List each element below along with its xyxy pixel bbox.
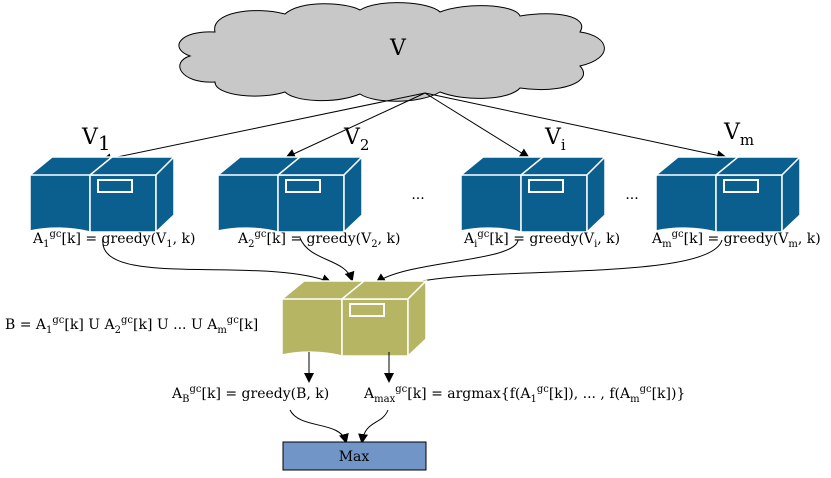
server-top-divider — [341, 280, 365, 300]
server-handle — [349, 303, 385, 317]
curve-to-max-left — [289, 409, 349, 444]
server-right-panel — [520, 174, 588, 233]
server-left-panel — [281, 294, 343, 357]
server-handle — [723, 179, 759, 193]
partition-label-v2: V2 — [343, 125, 369, 154]
ellipsis-2: ... — [625, 187, 638, 203]
server-top-divider — [520, 156, 544, 176]
equation-partition-m: Amgc[k] = greedy(Vm, k) — [651, 229, 821, 250]
aggregator-box — [279, 279, 428, 358]
partition-label-v1: V1 — [81, 125, 111, 155]
server-left-panel — [29, 170, 91, 233]
server-box-i — [458, 155, 607, 234]
server-left-panel — [460, 170, 522, 233]
arrow-to-vi — [424, 92, 530, 159]
server-handle — [528, 179, 564, 193]
server-left-panel — [217, 170, 279, 233]
equation-partition-2: A2gc[k] = greedy(V2, k) — [237, 229, 400, 250]
server-left-panel — [655, 170, 717, 233]
partition-label-vm: Vm — [723, 120, 754, 149]
server-top-divider — [277, 156, 301, 176]
server-top-divider — [89, 156, 113, 176]
argmax-equation: Amaxgc[k] = argmax{f(A1gc[k]), ... , f(A… — [363, 384, 685, 405]
server-side — [343, 155, 363, 234]
to-max-arrows — [289, 409, 389, 444]
partition-to-aggregator-arrows — [102, 237, 723, 289]
arrow-to-v1 — [101, 92, 426, 164]
aggregator-down-arrows — [304, 352, 394, 383]
max-box-label: Max — [339, 449, 370, 465]
greedy-b-equation: ABgc[k] = greedy(B, k) — [171, 384, 329, 405]
server-right-panel — [89, 174, 157, 233]
max-box — [282, 441, 427, 471]
server-right-panel — [715, 174, 783, 233]
arrow-to-vm — [424, 92, 727, 161]
server-side — [155, 155, 175, 234]
equation-partition-1: A1gc[k] = greedy(V1, k) — [32, 229, 195, 250]
curve-arrow-2 — [299, 237, 355, 282]
curve-to-max-right — [358, 409, 389, 444]
curve-arrow-1 — [102, 237, 332, 284]
ellipsis-1: ... — [411, 187, 424, 203]
union-equation: B = A1gc[k] U A2gc[k] U ... U Amgc[k] — [5, 315, 258, 336]
server-box-1 — [27, 155, 176, 234]
cloud-label: V — [389, 36, 407, 61]
server-box-m — [653, 155, 802, 234]
server-handle — [97, 179, 133, 193]
curve-arrow-i — [375, 239, 519, 284]
server-right-panel — [341, 298, 409, 357]
server-right-panel — [277, 174, 345, 233]
server-side — [781, 155, 801, 234]
cloud-shape: V — [178, 2, 605, 102]
cloud-icon — [178, 2, 605, 102]
cloud-to-partition-arrows — [101, 92, 727, 164]
partition-label-vi: Vi — [544, 125, 566, 154]
arrow-to-v2 — [285, 92, 426, 159]
curve-arrow-m — [395, 239, 723, 289]
server-side — [586, 155, 606, 234]
server-box-2 — [215, 155, 364, 234]
server-top-divider — [715, 156, 739, 176]
server-handle — [285, 179, 321, 193]
equation-partition-i: Aigc[k] = greedy(Vi, k) — [463, 229, 620, 250]
server-side — [407, 279, 427, 358]
